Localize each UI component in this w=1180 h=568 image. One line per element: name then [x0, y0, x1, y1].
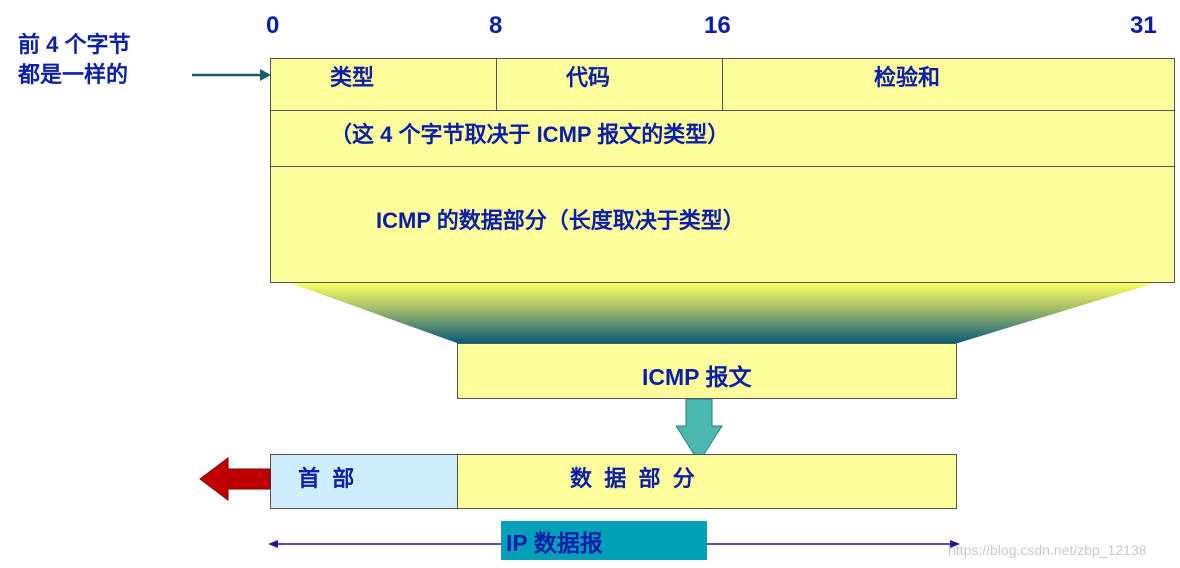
ip-datagram-label-box	[501, 521, 707, 560]
left-arrow-icon	[199, 457, 271, 501]
side-note: 前 4 个字节 都是一样的	[18, 30, 130, 90]
icmp-type-dependent-row	[270, 110, 1175, 167]
code-field: 代码	[566, 65, 611, 90]
checksum-field: 检验和	[874, 65, 941, 90]
ip-datagram-label: IP 数据报	[506, 530, 603, 556]
icmp-data-row	[270, 166, 1175, 283]
icmp-message-label: ICMP 报文	[642, 364, 752, 390]
ip-data-part	[457, 454, 957, 509]
bit-label-8: 8	[489, 12, 503, 39]
side-note-line1: 前 4 个字节	[18, 32, 131, 57]
watermark: https://blog.csdn.net/zbp_12138	[948, 542, 1147, 558]
bit-label-0: 0	[266, 12, 280, 39]
bit-label-31: 31	[1130, 12, 1157, 39]
icmp-message-box	[457, 343, 957, 399]
bit-label-16: 16	[704, 12, 731, 39]
icmp-data-text: ICMP 的数据部分（长度取决于类型）	[376, 208, 745, 233]
type-field: 类型	[330, 65, 375, 90]
ip-header-part	[270, 454, 458, 509]
divider-16	[722, 58, 723, 111]
ip-data-label: 数 据 部 分	[570, 466, 695, 491]
side-note-arrow	[192, 69, 271, 81]
side-note-line2: 都是一样的	[18, 62, 129, 87]
down-arrow-icon	[676, 399, 723, 463]
divider-8	[496, 58, 497, 111]
type-dependent-text: （这 4 个字节取决于 ICMP 报文的类型）	[330, 122, 730, 147]
ip-header-label: 首 部	[298, 466, 355, 491]
